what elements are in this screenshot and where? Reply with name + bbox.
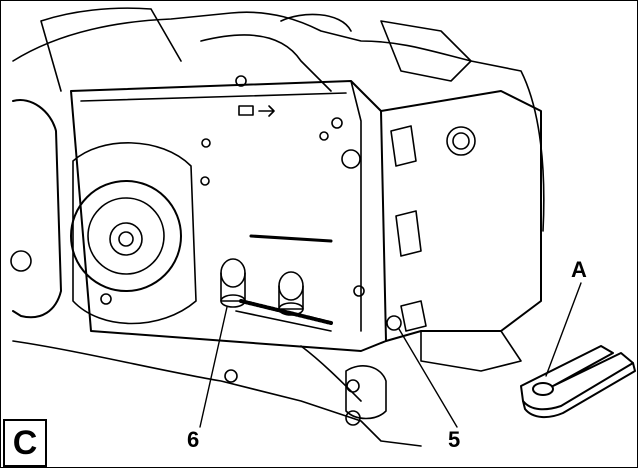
- lower-body: [12, 340, 422, 447]
- chain-direction-symbol: [238, 105, 275, 117]
- right-top-block: [380, 20, 472, 82]
- upper-housing-outline: [12, 11, 545, 232]
- engine-port: [446, 126, 476, 156]
- left-knob: [10, 250, 32, 272]
- handle-tube: [40, 7, 182, 92]
- screw-x-head: [278, 271, 304, 301]
- leader-6: [199, 306, 228, 428]
- screw-5: [386, 315, 402, 331]
- combination-tool-illustration: [520, 345, 636, 419]
- screw-5-bracket: [400, 300, 427, 332]
- engine-body-lower: [420, 330, 522, 372]
- leader-a: [545, 282, 582, 377]
- screw-6-tip: [220, 294, 246, 308]
- panel-label-box: C: [3, 419, 47, 467]
- bottom-lug: [345, 365, 387, 420]
- callout-5: 5: [448, 427, 461, 452]
- left-cover: [12, 99, 62, 319]
- sprocket-middle: [87, 197, 165, 275]
- engine-body: [380, 90, 542, 342]
- leader-5: [398, 328, 458, 428]
- sprocket-outer: [70, 180, 182, 292]
- panel-label: C: [12, 424, 38, 462]
- screw-6-shaft: [220, 272, 246, 302]
- side-plate-inner-edge: [80, 80, 362, 332]
- sprocket-ring: [72, 142, 197, 325]
- callout-a: A: [571, 257, 587, 282]
- sprocket-hub: [109, 222, 143, 256]
- screw-6-head: [220, 258, 246, 288]
- side-plate: [70, 80, 387, 352]
- engine-rib: [390, 125, 422, 257]
- top-cover-detail: [200, 13, 352, 92]
- bar-groove: [239, 299, 333, 325]
- bar-guide-slot: [249, 234, 333, 243]
- callout-6: 6: [187, 427, 200, 452]
